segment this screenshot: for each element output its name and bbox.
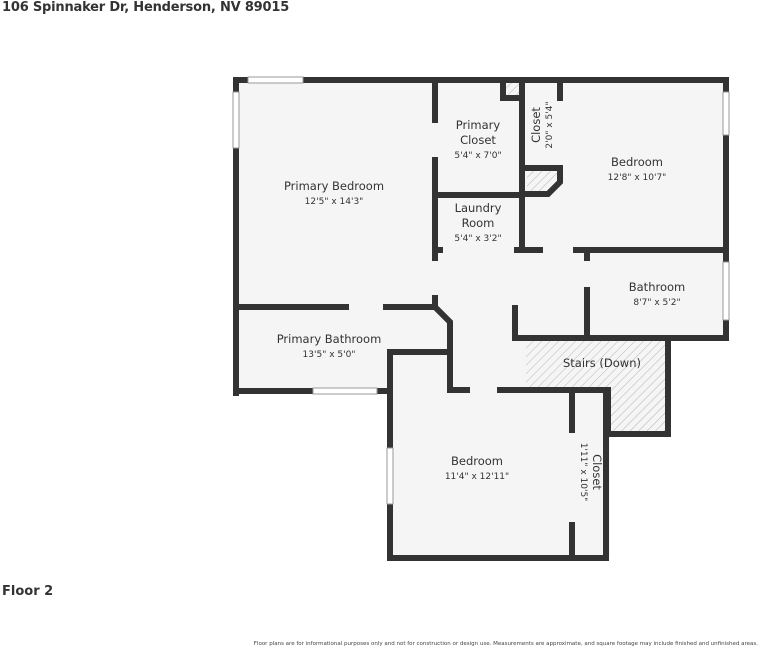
room-name-closet-upper: Closet xyxy=(529,107,543,143)
property-address: 106 Spinnaker Dr, Henderson, NV 89015 xyxy=(2,0,290,15)
room-name-primary-bathroom: Primary Bathroom xyxy=(277,332,382,346)
stairs-area xyxy=(526,338,668,434)
hatched-fixture xyxy=(506,83,520,97)
room-dims-primary-closet: 5'4" x 7'0" xyxy=(454,151,501,161)
room-name-laundry-2: Room xyxy=(462,216,495,230)
room-name-laundry-1: Laundry xyxy=(455,201,502,215)
room-name-bedroom-lower: Bedroom xyxy=(451,454,503,468)
disclaimer: Floor plans are for informational purpos… xyxy=(253,641,758,647)
room-dims-primary-bedroom: 12'5" x 14'3" xyxy=(305,197,364,207)
room-name-primary-closet-1: Primary xyxy=(456,118,501,132)
room-name-primary-closet-2: Closet xyxy=(460,133,496,147)
floor-label: Floor 2 xyxy=(2,584,54,599)
room-dims-primary-bathroom: 13'5" x 5'0" xyxy=(303,350,356,360)
room-name-primary-bedroom: Primary Bedroom xyxy=(284,179,384,193)
room-dims-bathroom: 8'7" x 5'2" xyxy=(633,298,680,308)
room-name-bedroom-upper: Bedroom xyxy=(611,155,663,169)
room-name-stairs: Stairs (Down) xyxy=(563,356,641,370)
room-dims-laundry: 5'4" x 3'2" xyxy=(454,234,501,244)
room-dims-closet-upper: 2'0" x 5'4" xyxy=(545,101,555,148)
windows xyxy=(232,76,730,505)
room-dims-bedroom-upper: 12'8" x 10'7" xyxy=(608,173,667,183)
room-name-bathroom: Bathroom xyxy=(629,280,685,294)
room-name-closet-lower: Closet xyxy=(590,454,604,490)
room-dims-closet-lower: 1'11" x 10'5" xyxy=(578,443,588,502)
room-dims-bedroom-lower: 11'4" x 12'11" xyxy=(445,472,509,482)
